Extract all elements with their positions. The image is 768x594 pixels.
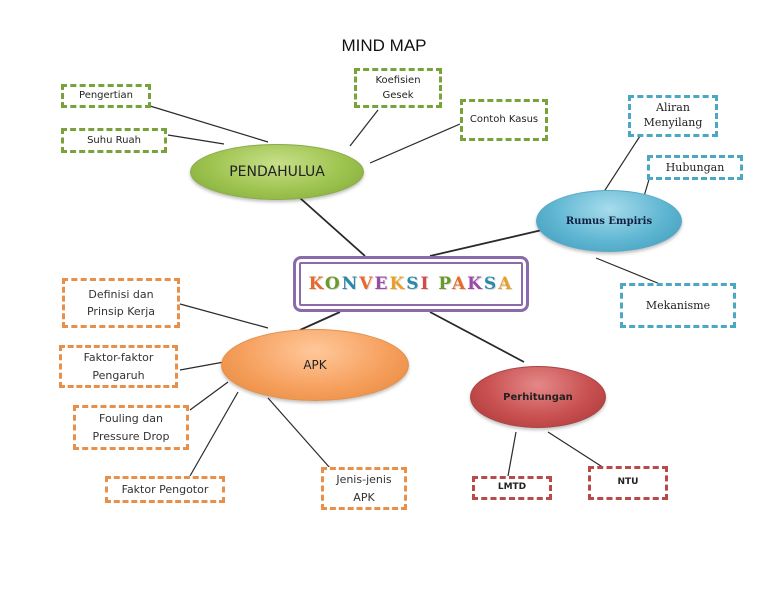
central-topic-letter: P: [438, 274, 452, 294]
link-lmtd: [507, 431, 517, 477]
central-topic-letter: K: [389, 274, 407, 294]
central-topic-letter: E: [374, 274, 390, 294]
central-topic-letter: I: [420, 274, 431, 294]
link-center-pendahuluan: [299, 197, 366, 257]
central-topic-letter: O: [324, 274, 342, 294]
item-mekanisme: Mekanisme: [620, 283, 736, 328]
link-ntu: [547, 431, 605, 469]
link-fouling: [189, 381, 229, 411]
node-apk: APK: [221, 329, 409, 401]
node-perhitungan: Perhitungan: [470, 366, 606, 428]
link-pengotor: [189, 391, 239, 477]
item-lmtd: LMTD: [472, 476, 552, 500]
node-rumus-empiris: Rumus Empiris: [536, 190, 682, 252]
item-koefisien-gesek: Koefisien Gesek: [354, 68, 442, 108]
item-aliran-menyilang: Aliran Menyilang: [628, 95, 718, 137]
node-pendahuluan-label: PENDAHULUA: [229, 164, 325, 180]
node-rumus-empiris-label: Rumus Empiris: [565, 215, 653, 227]
link-definisi: [179, 303, 269, 329]
central-topic-letter: V: [359, 274, 375, 294]
link-mekanisme: [595, 257, 661, 285]
item-contoh-kasus: Contoh Kasus: [460, 99, 548, 141]
item-pengertian: Pengertian: [61, 84, 151, 108]
item-faktor-pengotor: Faktor Pengotor: [105, 476, 225, 503]
item-suhu-ruah: Suhu Ruah: [61, 128, 167, 153]
diagram-title: MIND MAP: [341, 36, 427, 55]
item-hubungan: Hubungan: [647, 155, 743, 180]
item-definisi-prinsip-kerja: Definisi dan Prinsip Kerja: [62, 278, 180, 328]
node-pendahuluan: PENDAHULUA: [190, 144, 364, 200]
link-center-rumus: [429, 229, 543, 257]
link-koefisien: [349, 109, 379, 147]
central-topic-letter: N: [341, 274, 360, 294]
central-topic-letter: K: [308, 274, 325, 294]
item-fouling-pressure-drop: Fouling dan Pressure Drop: [73, 405, 189, 450]
link-suhu-ruah: [167, 134, 225, 145]
node-apk-label: APK: [303, 358, 327, 372]
item-ntu: NTU: [588, 466, 668, 500]
central-topic-letter: A: [451, 274, 468, 294]
central-topic: KONVEKSI PAKSA: [293, 256, 529, 312]
node-perhitungan-label: Perhitungan: [503, 391, 573, 403]
link-contoh: [369, 123, 461, 164]
central-topic-letter: S: [406, 274, 421, 294]
item-faktor-pengaruh: Faktor-faktor Pengaruh: [59, 345, 178, 388]
link-center-perhitungan: [429, 311, 525, 363]
central-topic-label: KONVEKSI PAKSA: [309, 274, 514, 294]
central-topic-letter: K: [467, 274, 484, 294]
link-center-apk: [299, 311, 341, 331]
central-topic-letter: A: [498, 274, 514, 294]
item-jenis-jenis-apk: Jenis-jenis APK: [321, 467, 407, 510]
link-faktor-pengaruh: [179, 361, 225, 371]
link-pengertian: [149, 105, 269, 143]
central-topic-letter: S: [483, 274, 499, 294]
link-jenis: [267, 397, 331, 469]
